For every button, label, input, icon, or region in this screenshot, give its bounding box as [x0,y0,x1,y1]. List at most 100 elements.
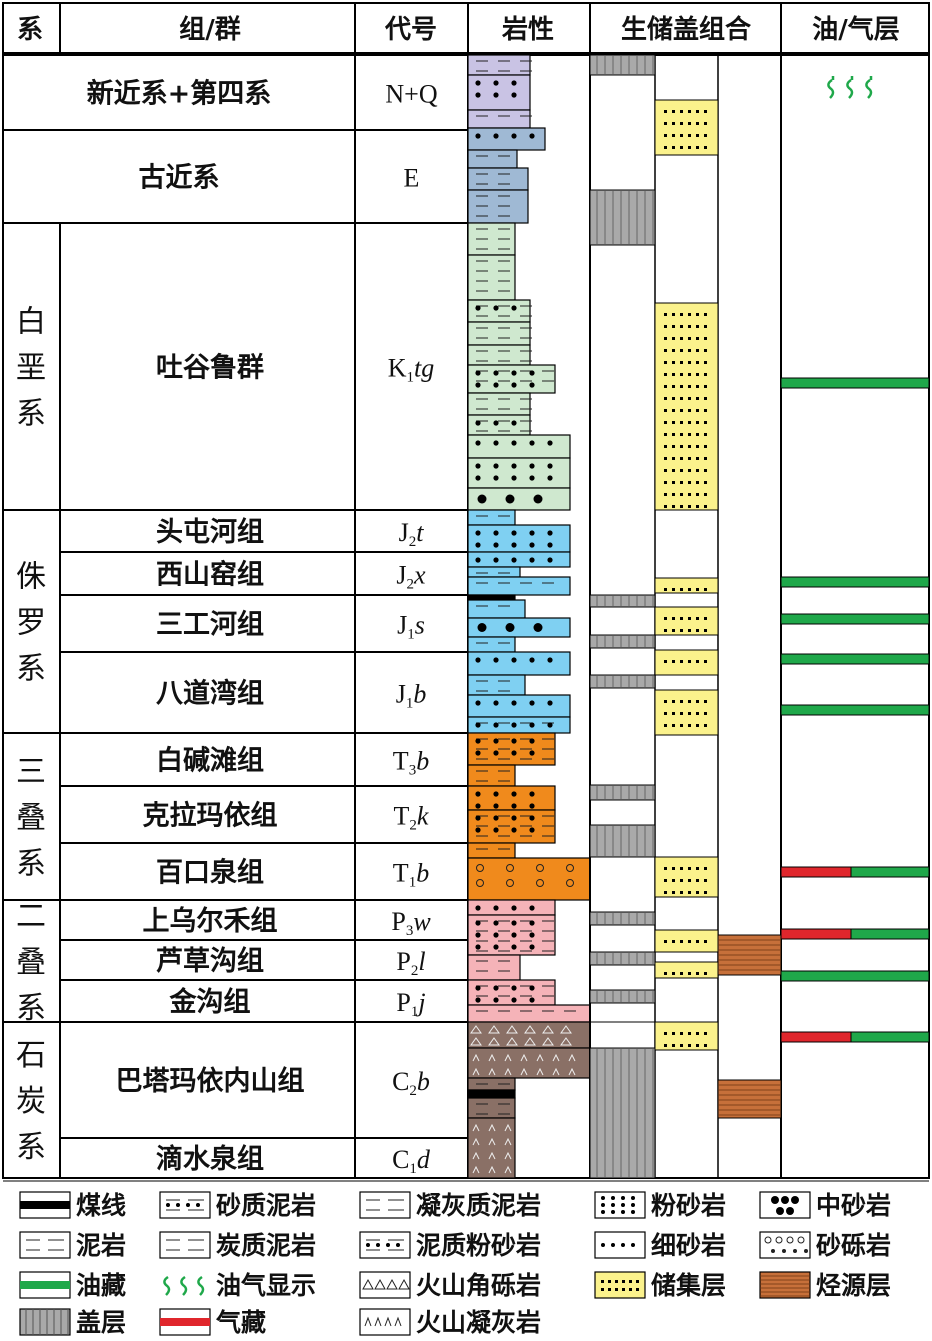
lithology-bed [467,694,571,718]
bed-pattern [475,530,553,548]
bed-pattern [475,738,554,760]
cap-layer [589,54,656,76]
lithology-bed [467,364,556,394]
legend-label: 中砂岩 [816,1191,891,1220]
legend-label: 储集层 [651,1271,726,1300]
formation-name: 克拉玛依组 [143,800,278,832]
bed-pattern [476,228,510,250]
source-layer [717,934,782,976]
formation-code: C1d [392,1145,431,1177]
reservoir-layer [654,929,719,953]
lithology-bed [467,599,526,619]
lithology-bed [467,434,571,459]
legend-item-cap-layer: 盖层 [19,1308,126,1337]
header-lithology: 岩性 [501,15,554,45]
legend-label: 炭质泥岩 [216,1231,316,1260]
formation-code: J2t [399,518,425,550]
lithology-bed [467,551,571,568]
assemblage-column [589,54,782,1179]
legend-label: 粉砂岩 [651,1191,726,1220]
formation-code: T2k [394,802,429,834]
formation-code: C2b [392,1067,430,1099]
lithology-bed [467,54,531,76]
bed-pattern [475,440,553,446]
system-name: 石炭系 [16,1038,46,1165]
system-name: 新近系+第四系 [87,78,272,110]
gas-reservoir-band [780,1031,852,1043]
cap-layer [589,911,656,926]
reservoir-layer [654,577,719,594]
reservoir-layer [654,99,719,156]
lithology-bed [467,566,521,578]
reservoir-layer [654,689,719,736]
lithology-bed [467,299,531,323]
lithology-bed [467,954,521,981]
formation-name: 巴塔玛依内山组 [116,1065,305,1097]
legend-label: 气藏 [215,1308,266,1337]
formation-name: 吐谷鲁群 [156,353,264,384]
legend-item-oil-reservoir: 油藏 [19,1271,126,1300]
bed-pattern [476,680,510,692]
oil-reservoir-band [780,653,930,665]
header-row: 系 组/群 代号 岩性 生储盖组合 油/气层 [2,2,930,54]
source-layer [717,1079,782,1119]
bed-pattern [476,260,510,292]
lithology-bed [467,524,571,553]
formation-code: J2x [396,561,426,593]
system-name: 侏罗系 [16,560,46,687]
gas-reservoir-band [780,928,852,940]
legend-item-siltstone: 粉砂岩 [594,1191,726,1220]
legend-label: 泥岩 [76,1231,126,1260]
bed-pattern [475,557,553,563]
formation-code: K1tg [388,354,435,386]
bed-pattern [472,1053,576,1076]
bed-pattern [475,722,554,728]
legend-swatch [19,1308,71,1336]
bed-pattern [475,657,553,663]
system-name: 古近系 [139,163,220,194]
cap-layer [589,674,656,689]
oil-gas-column [780,76,930,1043]
lithology-bed [467,109,531,129]
bed-pattern [476,327,532,339]
header-system: 系 [17,15,43,45]
legend-label: 火山凝灰岩 [416,1308,541,1337]
legend-label: 砂砾岩 [816,1231,891,1260]
lithology-bed [467,857,591,901]
lithology-bed [467,254,516,301]
oil-reservoir-band [850,866,930,878]
formation-name: 三工河组 [156,609,264,641]
lithology-bed [467,167,529,191]
oil-show-icon [865,76,873,99]
reservoir-layer [654,606,719,636]
legend-swatch [759,1231,811,1259]
legend-item-volcanic-breccia: 火山角砾岩 [359,1271,541,1300]
lithology-bed [467,149,518,169]
lithology-bed [467,594,516,601]
legend-swatch [359,1271,411,1299]
formation-name: 百口泉组 [156,857,264,889]
legend-item-glutenite: 砂砾岩 [759,1231,891,1260]
lithology-bed [467,1089,516,1099]
header-formation: 组/群 [179,14,241,45]
bed-pattern [476,770,510,782]
oil-reservoir-band [780,704,930,716]
legend-item-fine-sandstone: 细砂岩 [594,1231,726,1260]
legend-item-carbon-mudstone: 炭质泥岩 [159,1231,316,1260]
lithology-bed [467,127,546,151]
system-name: 三叠系 [16,755,46,882]
lithology-bed [467,576,571,596]
bed-pattern [475,80,517,98]
formation-name: 上乌尔禾组 [143,905,278,937]
legend-label: 细砂岩 [651,1231,726,1260]
bed-pattern [475,920,554,952]
bed-pattern [475,791,535,809]
system-code: E [404,164,420,193]
lithology-bed [467,1021,591,1049]
formation-name: 八道湾组 [156,678,264,710]
lithology-bed [467,636,516,653]
lithology-bed [467,392,531,416]
bed-pattern [475,815,554,837]
bed-pattern [476,195,510,217]
